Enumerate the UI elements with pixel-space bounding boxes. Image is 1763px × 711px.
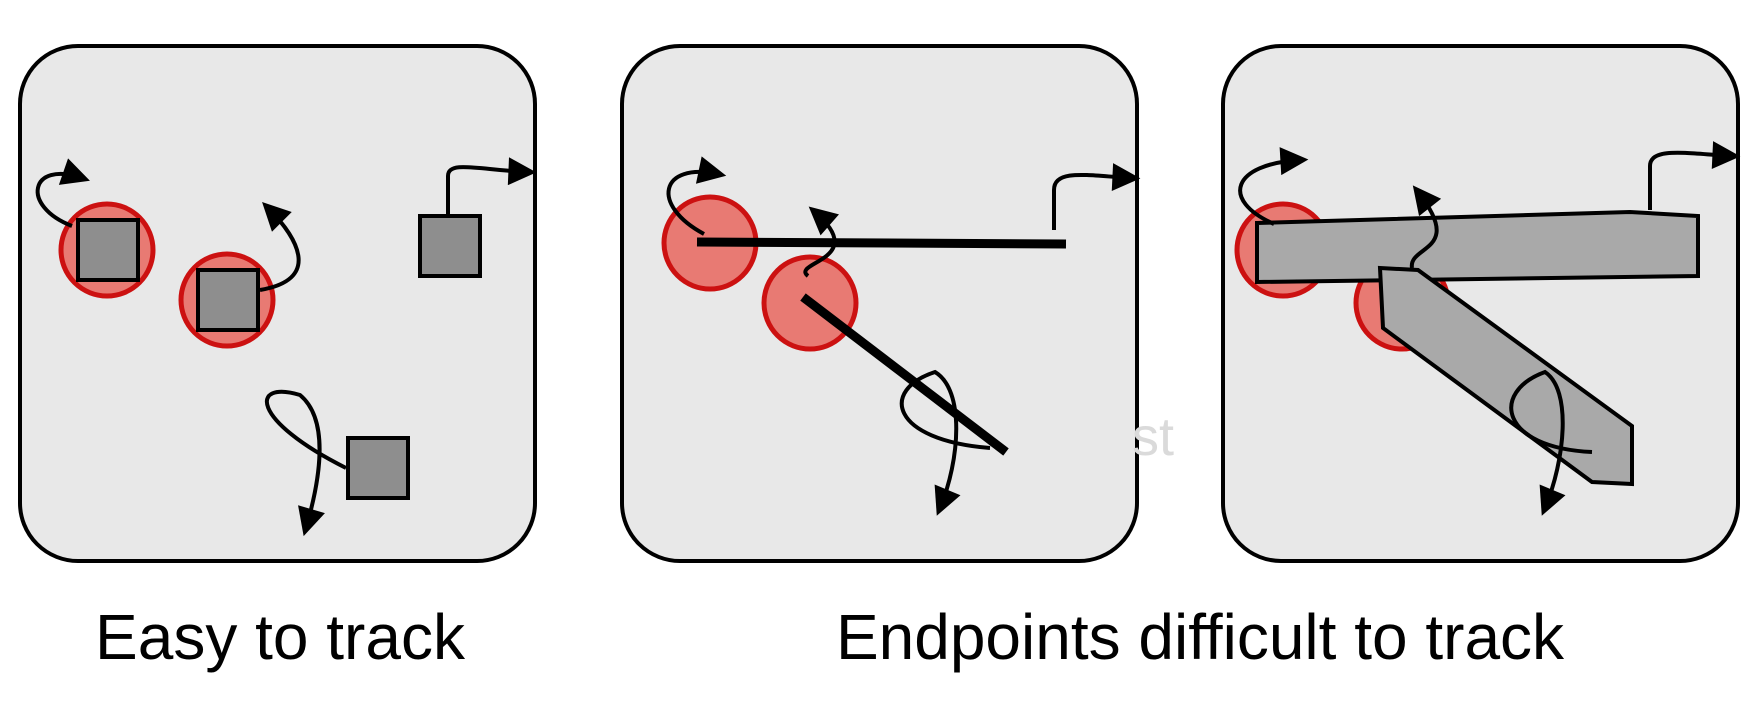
square-object xyxy=(76,218,140,282)
caption-endpoints-difficult: Endpoints difficult to track xyxy=(835,601,1565,673)
panel-background xyxy=(18,44,537,563)
motion-arrow xyxy=(666,156,727,236)
motion-arrow xyxy=(264,389,347,537)
motion-arrow xyxy=(446,157,537,214)
panel-background xyxy=(1221,44,1740,563)
motion-arrow xyxy=(1509,369,1593,516)
thin-line-object xyxy=(696,237,1067,249)
square-object xyxy=(346,436,410,500)
squares-panel xyxy=(18,44,537,563)
square-object xyxy=(196,268,260,332)
motion-arrow xyxy=(259,202,301,292)
caption-easy-to-track: Easy to track xyxy=(95,601,465,673)
thick-bar-object xyxy=(1377,265,1634,487)
thick-bar-object xyxy=(1255,209,1700,285)
square-object xyxy=(418,214,482,278)
motion-arrow xyxy=(1648,141,1741,210)
motion-arrow xyxy=(1409,185,1442,269)
motion-arrow xyxy=(803,206,839,278)
thin-line-object xyxy=(800,293,1009,456)
thin-lines-panel xyxy=(620,44,1141,563)
faint-text: st xyxy=(1132,407,1174,467)
motion-arrow xyxy=(35,158,90,228)
panel-background xyxy=(620,44,1139,563)
thick-bars-panel xyxy=(1221,44,1741,563)
motion-arrow xyxy=(899,369,991,516)
motion-arrow xyxy=(1052,163,1141,230)
motion-arrow xyxy=(1238,147,1309,226)
